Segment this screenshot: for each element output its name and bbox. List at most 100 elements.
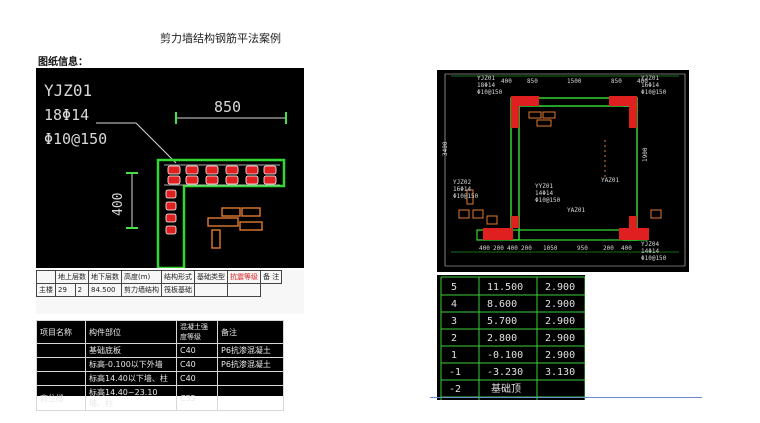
dim-label: 850: [527, 78, 538, 85]
dim-400: 400: [111, 193, 126, 216]
table-cell: 筏板基础: [161, 283, 195, 297]
wall-plan-drawing: YJZ01 18Φ14 Φ10@150 YJZ01 16Φ14 Φ10@150 …: [437, 70, 689, 272]
table-cell: C40: [176, 343, 218, 358]
table-cell: 主楼: [36, 283, 56, 297]
dim-left: 3400: [442, 141, 449, 156]
table-cell: [36, 270, 56, 284]
table-cell: [194, 283, 228, 297]
concrete-grade-table: 项目名称 构件部位 混凝土强度等级 备注 基础底板 C40 P6抗渗混凝土 标高…: [36, 320, 284, 411]
plan-label: 14Φ14: [535, 190, 553, 197]
level-cell: 2.800: [487, 333, 517, 344]
stirrup-spec: Φ10@150: [44, 130, 107, 148]
plan-labels: YJZ01 18Φ14 Φ10@150 YJZ01 16Φ14 Φ10@150 …: [453, 75, 667, 262]
table-cell: 标高-0.100以下外墙: [85, 357, 177, 372]
level-cell: 11.500: [487, 282, 523, 293]
level-cell: -2: [449, 384, 461, 395]
plan-dims-top: 400 850 1500 850 400: [501, 78, 648, 85]
table-cell: C40: [176, 357, 218, 372]
table-row: 商住楼 标高14.40~23.10墙、柱 C35: [36, 385, 284, 411]
divider-line: [430, 397, 702, 398]
dim-label: 1050: [543, 245, 558, 252]
level-cell: 3: [451, 316, 457, 327]
dim-850: 850: [214, 98, 241, 116]
level-cell: 3.130: [545, 367, 575, 378]
table-cell: P6抗渗混凝土: [217, 357, 284, 372]
plan-label: Φ10@150: [641, 89, 667, 96]
main-rebar-spec: 18Φ14: [44, 106, 89, 124]
plan-label: 18Φ14: [477, 82, 495, 89]
dim-label: 200: [493, 245, 504, 252]
floor-level-table: 5 11.500 2.900 4 8.600 2.900 3 5.700 2.9…: [437, 275, 586, 400]
level-cell: -1: [449, 367, 461, 378]
level-rows: 5 11.500 2.900 4 8.600 2.900 3 5.700 2.9…: [449, 282, 575, 395]
document-title: 剪力墙结构钢筋平法案例: [160, 32, 281, 45]
table-cell: 基础类型: [194, 270, 228, 284]
level-cell: 2.900: [545, 316, 575, 327]
table-cell: 混凝土强度等级: [176, 320, 218, 344]
table-cell: 29: [55, 283, 76, 297]
table-cell: 地上层数: [55, 270, 89, 284]
dim-label: 950: [577, 245, 588, 252]
plan-label: Φ10@150: [453, 193, 479, 200]
table-cell: [36, 371, 86, 386]
table-cell: 备 注: [259, 270, 283, 284]
table-cell: [36, 343, 86, 358]
column-id: YJZ01: [44, 81, 92, 100]
level-cell: 2: [451, 333, 457, 344]
plan-label: 16Φ14: [641, 82, 659, 89]
plan-label: Φ10@150: [535, 197, 561, 204]
dim-label: 850: [611, 78, 622, 85]
wall-plan-svg: YJZ01 18Φ14 Φ10@150 YJZ01 16Φ14 Φ10@150 …: [442, 73, 686, 267]
plan-label: 16Φ14: [453, 186, 471, 193]
level-cell: 5: [451, 282, 457, 293]
plan-label: YJZ04: [641, 241, 659, 248]
plan-label: Φ10@150: [641, 255, 667, 262]
dim-label: 400: [501, 78, 512, 85]
column-detail-drawing: YJZ01 18Φ14 Φ10@150 850 400: [36, 68, 304, 270]
table-cell: P6抗渗混凝土: [217, 343, 284, 358]
plan-label: YJZ01: [641, 75, 659, 82]
table-cell: 基础底板: [85, 343, 177, 358]
plan-rebar: [483, 96, 649, 240]
plan-label: YJZ01: [477, 75, 495, 82]
table-cell: [217, 371, 284, 386]
plan-label: 14Φ14: [641, 248, 659, 255]
table-header-row: 项目名称 构件部位 混凝土强度等级 备注: [36, 320, 284, 344]
table-cell: 2: [74, 283, 90, 297]
plan-label: YAZ01: [567, 207, 585, 214]
plan-label: YYZ01: [535, 183, 553, 190]
level-cell: 4: [451, 299, 457, 310]
drawing-info-label: 图纸信息：: [38, 57, 88, 68]
table-row: 基础底板 C40 P6抗渗混凝土: [36, 343, 284, 358]
dim-label: 400: [637, 78, 648, 85]
column-detail-svg: YJZ01 18Φ14 Φ10@150 850 400: [44, 81, 287, 270]
dim-label: 1500: [567, 78, 582, 85]
section-marks: [207, 207, 263, 249]
table-cell: 高度(m): [121, 270, 162, 284]
dim-label: 200: [521, 245, 532, 252]
table-cell: 84.500: [88, 283, 122, 297]
level-cell: 2.900: [545, 282, 575, 293]
level-table-svg: 5 11.500 2.900 4 8.600 2.900 3 5.700 2.9…: [440, 276, 586, 400]
table-cell: C40: [176, 371, 218, 386]
table-cell: 结构形式: [161, 270, 195, 284]
table-cell: [36, 357, 86, 372]
dim-right: 1900: [642, 147, 649, 162]
level-cell: 2.900: [545, 350, 575, 361]
building-info-table: 地上层数 地下层数 高度(m) 结构形式 基础类型 抗震等级 备 注 主楼 29…: [36, 270, 304, 314]
table-cell: 剪力墙结构: [121, 283, 162, 297]
table-cell: 构件部位: [85, 320, 177, 344]
table-row: 标高14.40以下墙、柱 C40: [36, 371, 284, 386]
plan-section-marks: [458, 111, 662, 225]
table-cell: [217, 385, 284, 411]
table-row: 主楼 29 2 84.500 剪力墙结构 筏板基础: [36, 283, 282, 297]
level-cell: -0.100: [487, 350, 523, 361]
table-cell: 项目名称: [36, 320, 86, 344]
level-cell: 1: [451, 350, 457, 361]
table-cell: 抗震等级: [227, 270, 261, 284]
table-cell: 地下层数: [88, 270, 122, 284]
dim-label: 400: [621, 245, 632, 252]
dim-label: 400: [479, 245, 490, 252]
table-row: 标高-0.100以下外墙 C40 P6抗渗混凝土: [36, 357, 284, 372]
plan-label: YAZ01: [601, 177, 619, 184]
